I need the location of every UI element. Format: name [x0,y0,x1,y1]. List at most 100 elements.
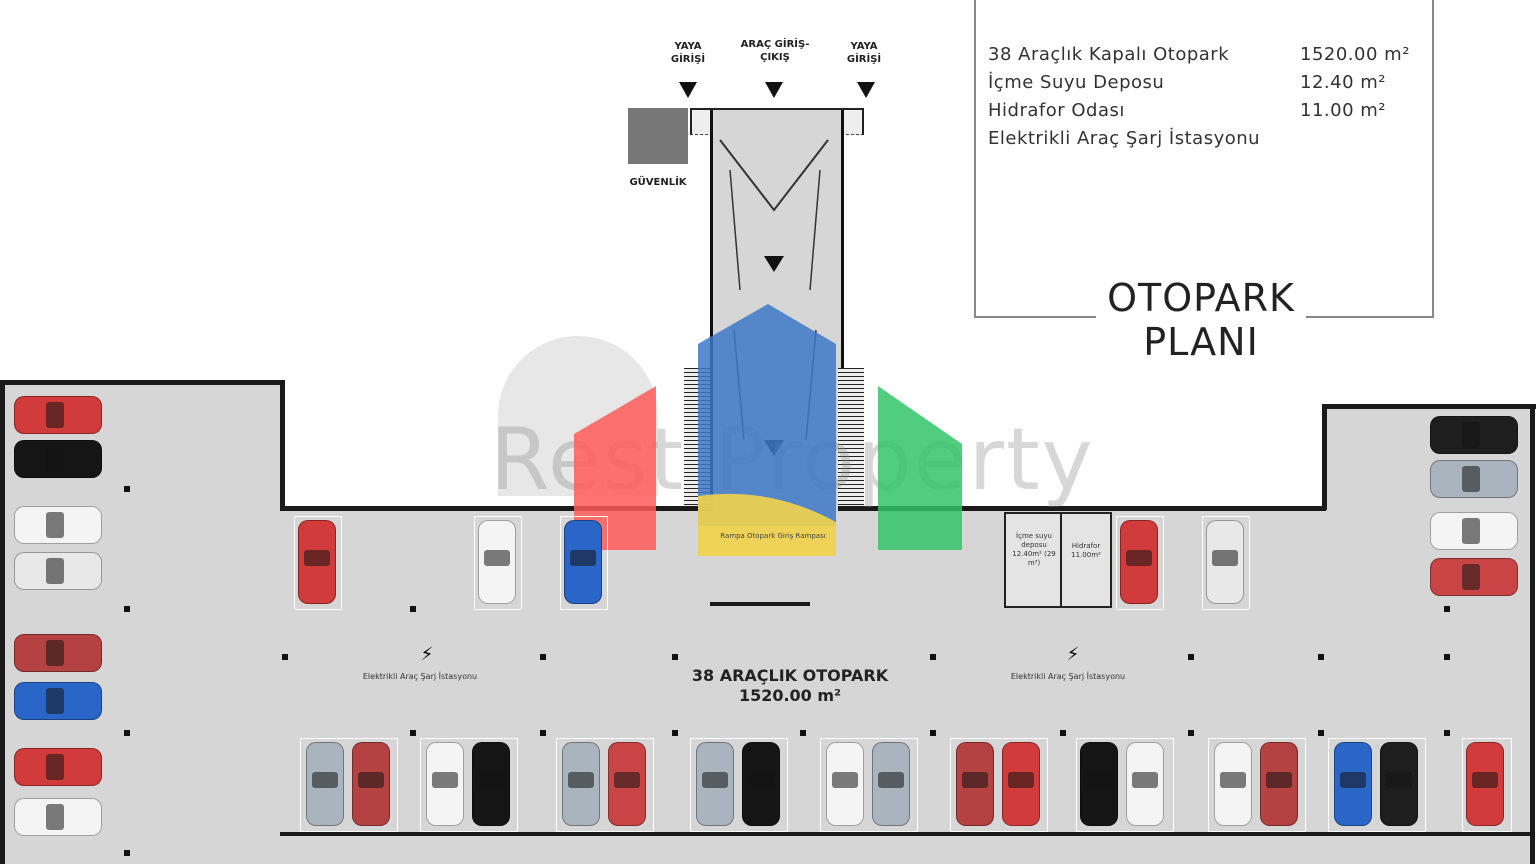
pillar [1060,730,1066,736]
parked-car [696,742,734,826]
parked-car [1430,416,1518,454]
parking-slot [1462,738,1512,832]
pillar [1318,654,1324,660]
wall [838,506,1326,511]
parked-car [1430,558,1518,596]
pedestrian-entrance-left-label: YAYA GİRİŞİ [670,41,706,65]
wall [280,506,712,511]
pillar [930,654,936,660]
parked-car [1214,742,1252,826]
pillar [540,730,546,736]
parked-car [306,742,344,826]
parked-car [14,748,102,786]
ev-charger-icon: ⚡ [420,644,434,665]
parked-car [1430,512,1518,550]
wall [1322,404,1536,409]
parked-car [478,520,516,604]
plan-title: OTOPARK PLANI [1096,276,1306,364]
wall [0,380,5,864]
parking-slot [1202,516,1250,610]
parking-slot [1116,516,1164,610]
ev-charging-label-right: Elektrikli Araç Şarj İstasyonu [1010,672,1126,681]
parked-car [872,742,910,826]
pillar [1318,730,1324,736]
watermark-logo-icon [574,304,962,556]
pillar [410,606,416,612]
parking-slot [560,516,608,610]
pillar [540,654,546,660]
parked-car [1334,742,1372,826]
legend-row-water: İçme Suyu Deposu 12.40 m² [988,72,1387,93]
arrow-down-icon [679,82,697,98]
parked-car [956,742,994,826]
parked-car [1430,460,1518,498]
parked-car [1466,742,1504,826]
pillar [124,850,130,856]
stairs-right [838,368,864,508]
parked-car [14,440,102,478]
parked-car [1126,742,1164,826]
pedestrian-entrance-right-label: YAYA GİRİŞİ [846,41,882,65]
pillar [930,730,936,736]
arrow-down-icon [765,82,783,98]
wall [280,832,1532,836]
pillar [124,486,130,492]
pillar [1444,730,1450,736]
water-tank-room: İçme suyu deposu 12.40m² (29 m³) [1004,512,1064,608]
security-label: GÜVENLİK [629,177,687,188]
arrow-down-icon [857,82,875,98]
parking-slot [474,516,522,610]
wall [0,380,284,385]
hydrophore-room: Hidrafor 11.00m² [1060,512,1112,608]
parking-slot [300,738,398,832]
pillar [800,730,806,736]
parked-car [426,742,464,826]
parked-car [352,742,390,826]
parking-slot [1208,738,1306,832]
parked-car [1002,742,1040,826]
ramp-end-wall [710,602,810,606]
parked-car [14,634,102,672]
pillar [124,606,130,612]
pillar [1444,654,1450,660]
pillar [124,730,130,736]
wall [280,380,285,510]
legend-row-charging: Elektrikli Araç Şarj İstasyonu [988,128,1261,149]
legend-row-hydrophore: Hidrafor Odası 11.00 m² [988,100,1387,121]
parking-slot [556,738,654,832]
parked-car [1080,742,1118,826]
ev-charging-label-left: Elektrikli Araç Şarj İstasyonu [362,672,478,681]
ev-charger-icon: ⚡ [1066,644,1080,665]
parking-center-label: 38 ARAÇLIK OTOPARK 1520.00 m² [691,666,889,705]
parked-car [1206,520,1244,604]
pillar [672,654,678,660]
wall [1322,404,1327,510]
pillar [282,654,288,660]
parked-car [1120,520,1158,604]
parked-car [608,742,646,826]
parked-car [1260,742,1298,826]
parking-slot [820,738,918,832]
parked-car [564,520,602,604]
vehicle-entrance-label: ARAÇ GİRİŞ-ÇIKIŞ [740,39,810,63]
parked-car [826,742,864,826]
parking-slot [420,738,518,832]
parked-car [298,520,336,604]
pillar [1188,730,1194,736]
parked-car [14,396,102,434]
pillar [672,730,678,736]
security-booth [628,108,688,164]
parking-slot [950,738,1048,832]
pillar [1188,654,1194,660]
parked-car [14,506,102,544]
wall [1530,404,1535,864]
parked-car [1380,742,1418,826]
pillar [1444,606,1450,612]
parked-car [14,682,102,720]
parked-car [472,742,510,826]
parking-slot [294,516,342,610]
legend-box: 38 Araçlık Kapalı Otopark 1520.00 m² İçm… [974,0,1434,318]
parking-slot [1076,738,1174,832]
parking-slot [690,738,788,832]
parking-slot [1328,738,1426,832]
